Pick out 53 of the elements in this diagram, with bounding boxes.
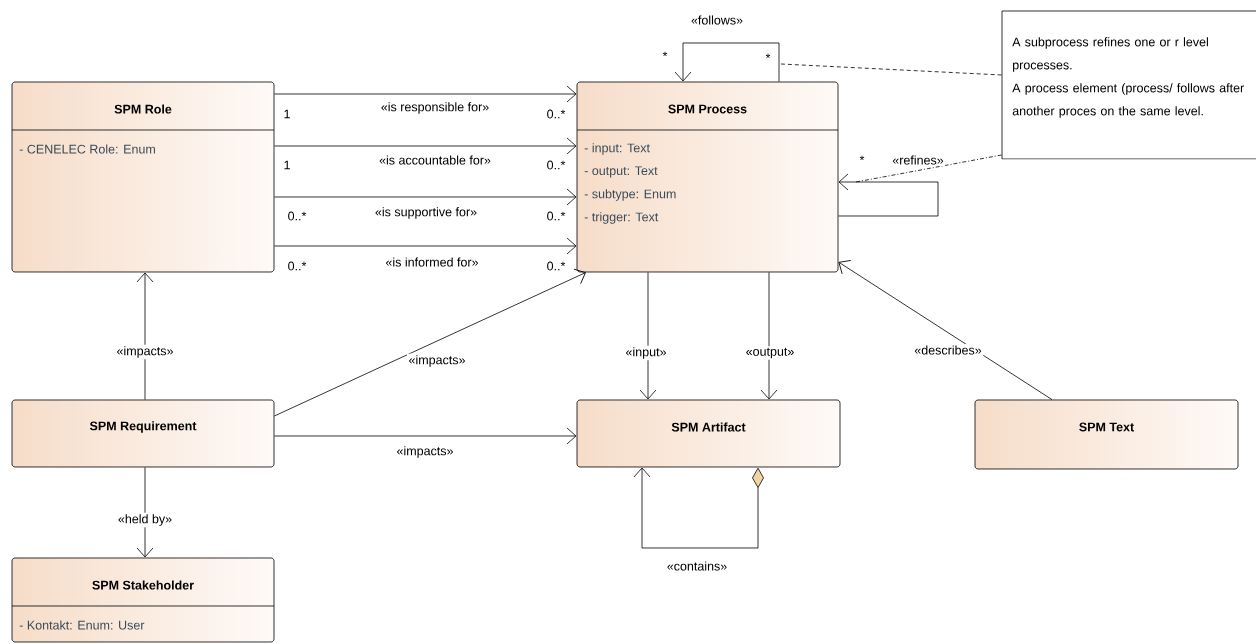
multiplicity-label: 0..* [547, 261, 566, 271]
class-name: SPM Requirement [89, 421, 197, 433]
arrow [136, 467, 154, 558]
note-text: A subprocess refines one or r level processes. [1012, 37, 1208, 72]
attribute-text: - output: Text [584, 166, 658, 178]
edge-label: «impacts» [395, 444, 455, 460]
multiplicity-label: * [662, 51, 668, 57]
edge-label: «is supportive for» [373, 205, 479, 221]
multiplicity-label: 0..* [547, 109, 566, 119]
edge-label: «refines» [890, 153, 946, 167]
edge-label: «impacts» [115, 344, 175, 360]
edge-label: «is responsible for» [379, 100, 491, 116]
multiplicity-label: 0..* [547, 160, 566, 170]
attribute-text: - trigger: Text [584, 212, 659, 224]
edge-label: «follows» [689, 13, 745, 27]
arrow [274, 427, 577, 445]
arrow [838, 260, 1053, 400]
edge-label: «impacts» [407, 353, 467, 369]
arrow [274, 137, 577, 155]
class-name: SPM Text [1079, 422, 1135, 432]
attribute-text: - subtype: Enum [584, 189, 676, 201]
edge-label: «is accountable for» [377, 153, 493, 167]
arrow [838, 173, 939, 217]
multiplicity-label: 0..* [547, 211, 566, 221]
class-name: SPM Process [668, 104, 747, 114]
note-text: A process element (process/ follows after another proces on the same level. [1012, 83, 1244, 118]
arrow [760, 272, 778, 400]
arrow [633, 467, 764, 549]
edge-label: «contains» [665, 559, 729, 573]
arrow [274, 268, 586, 417]
edge-label: «output» [744, 346, 796, 360]
class-name: SPM Artifact [671, 422, 746, 432]
multiplicity-label: 0..* [288, 261, 307, 271]
note-link-line [780, 63, 1002, 76]
edge-label: «held by» [116, 512, 174, 528]
arrow [674, 42, 780, 82]
attribute-text: - input: Text [584, 143, 650, 155]
arrow [639, 272, 657, 400]
edge-label: «is informed for» [383, 255, 481, 269]
multiplicity-label: * [765, 53, 771, 59]
note-link-line [855, 154, 1002, 183]
arrow [136, 272, 154, 400]
attribute-text: - Kontakt: Enum: User [19, 620, 145, 630]
class-name: SPM Role [114, 104, 172, 114]
arrow [274, 85, 577, 103]
arrow [274, 188, 577, 206]
multiplicity-label: 0..* [288, 211, 307, 221]
edge-label: «describes» [912, 343, 984, 357]
multiplicity-label: * [859, 155, 865, 161]
attribute-text: - CENELEC Role: Enum [19, 144, 155, 154]
class-name: SPM Stakeholder [92, 580, 194, 590]
arrow [274, 237, 577, 255]
edge-label: «input» [624, 345, 668, 361]
